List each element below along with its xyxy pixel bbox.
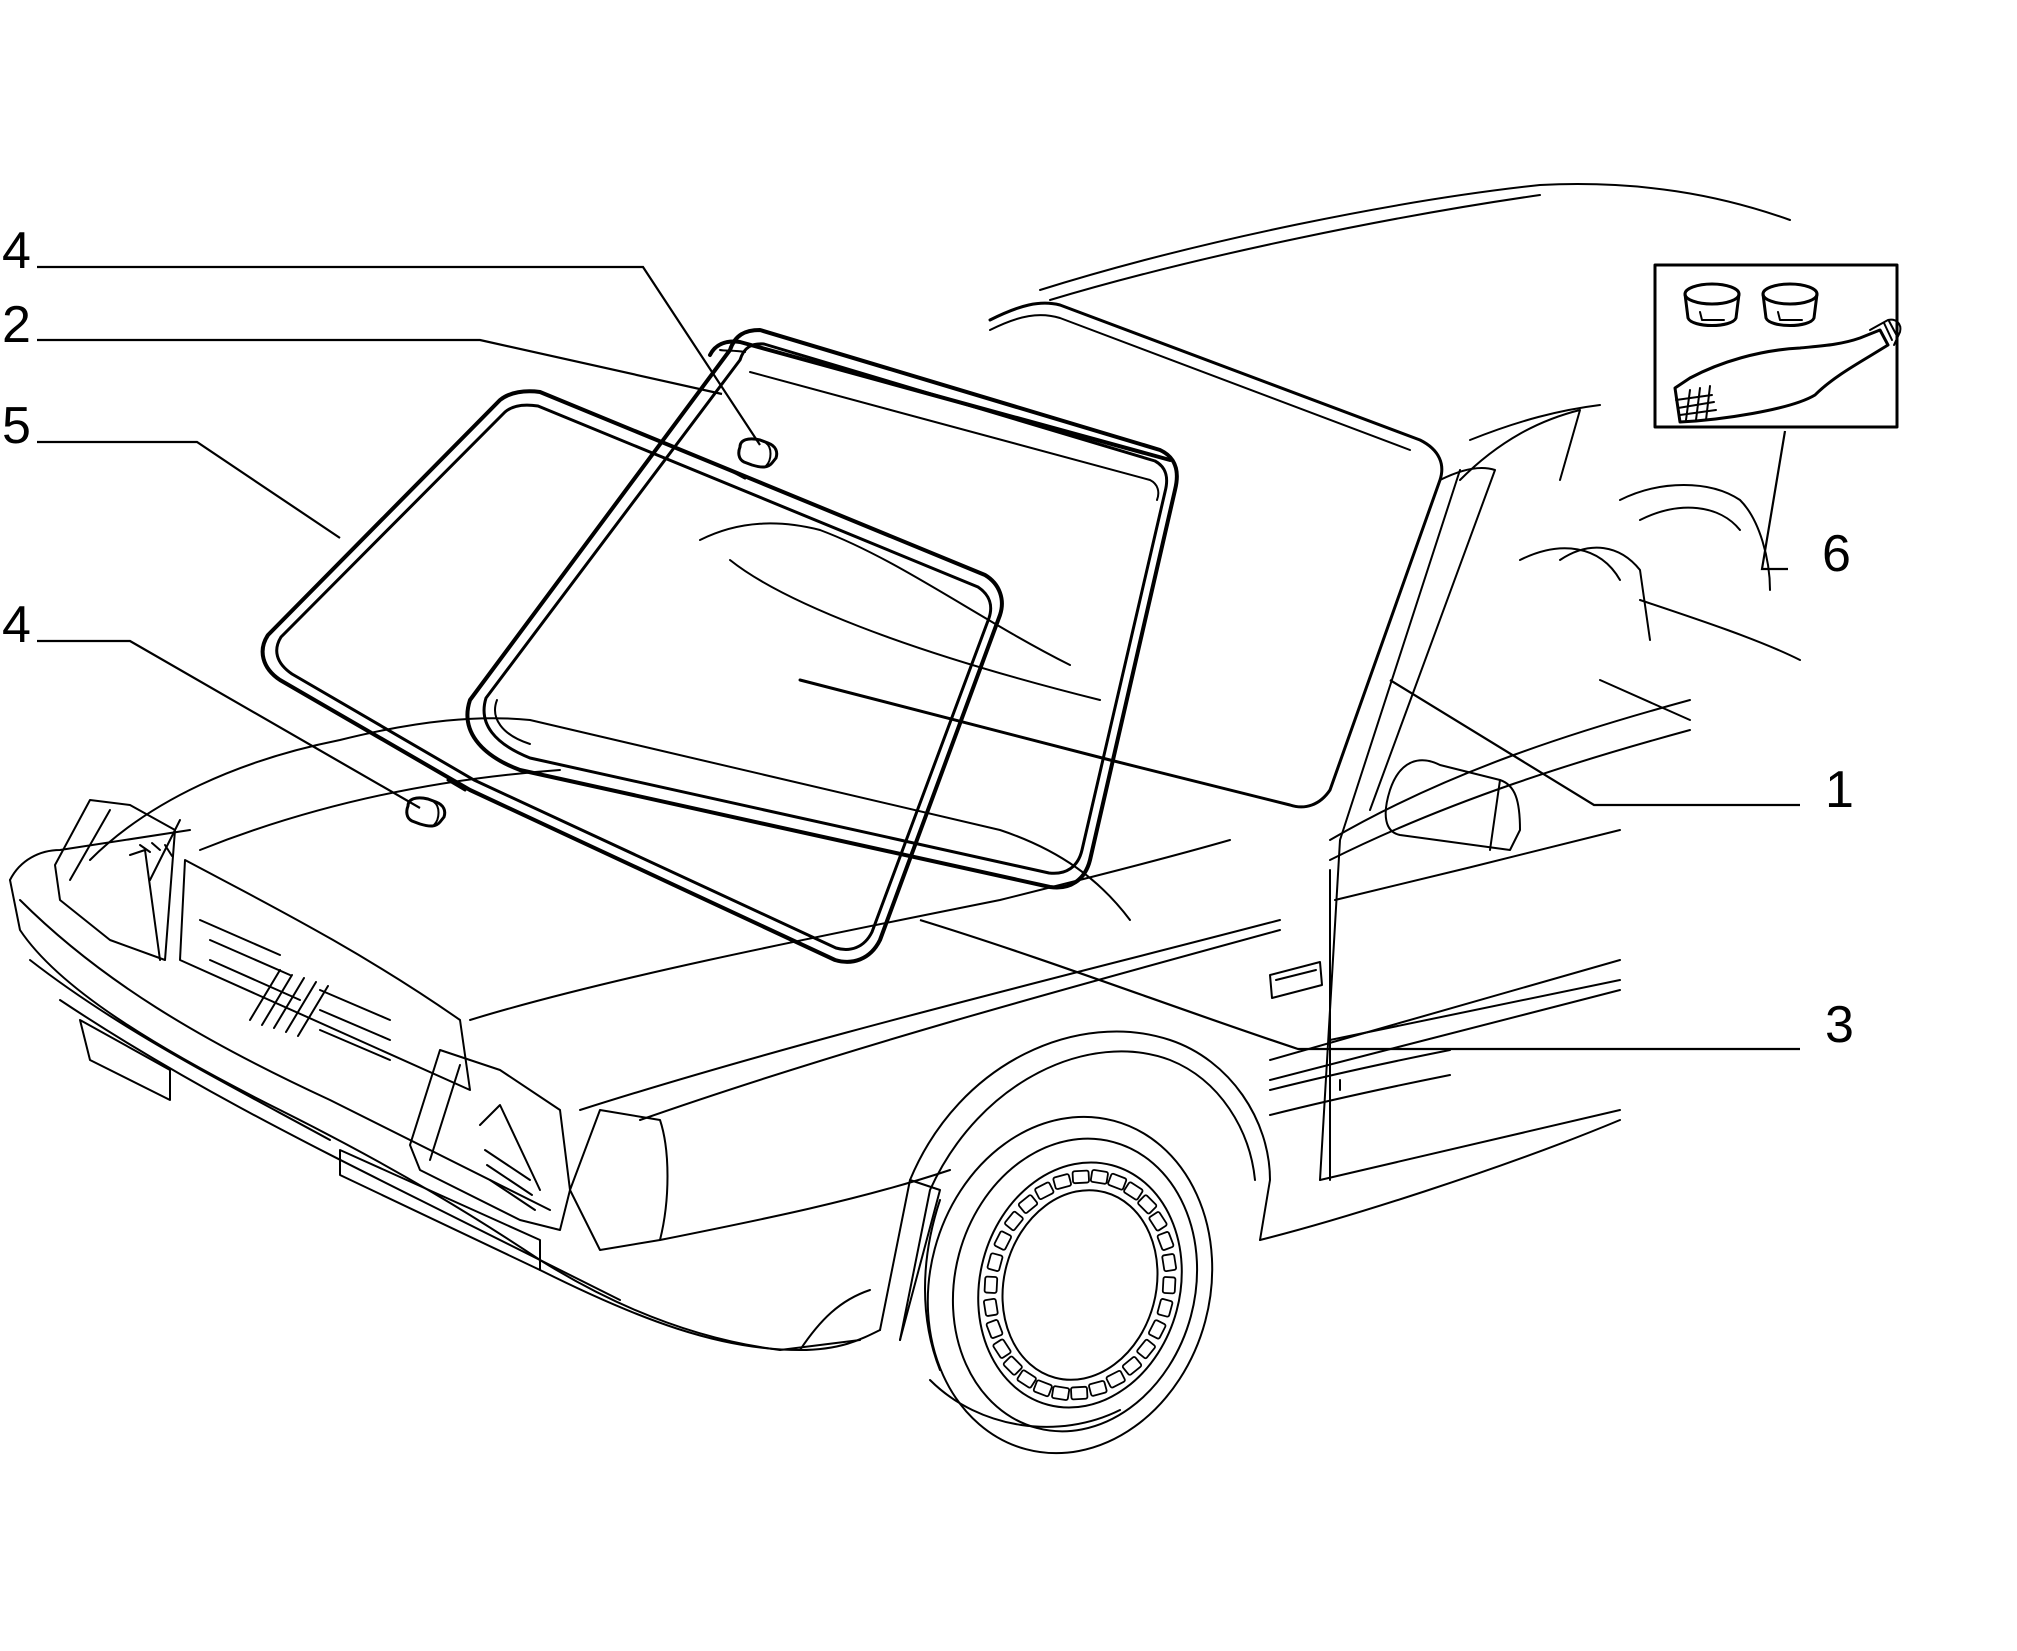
leader-6 <box>1760 430 1788 571</box>
leader-5 <box>37 440 341 539</box>
wheel-slot <box>1148 1319 1167 1340</box>
callout-4-top: 4 <box>2 222 31 280</box>
part-clip-bottom <box>405 796 447 828</box>
callout-2: 2 <box>2 296 31 354</box>
leader-1 <box>1389 679 1800 807</box>
wheel-slot <box>1016 1369 1037 1389</box>
wheel-slot <box>1137 1194 1158 1215</box>
callout-4-bottom: 4 <box>2 596 31 654</box>
wheel-slot <box>1034 1181 1055 1200</box>
wheel-slot <box>993 1230 1012 1251</box>
wheel-slot <box>1051 1385 1071 1401</box>
wheel-slot <box>983 1275 999 1294</box>
wheel-cover-slots <box>983 1169 1177 1401</box>
leader-4-top <box>37 265 761 446</box>
wheel-slot <box>983 1297 999 1317</box>
wheel-slot <box>1123 1181 1144 1201</box>
wheel-slot <box>1052 1173 1072 1190</box>
wheel-slot <box>1148 1211 1168 1232</box>
wheel-slot <box>1136 1338 1156 1360</box>
wheel-slot <box>1161 1276 1177 1295</box>
wheel-slot <box>1002 1355 1023 1376</box>
part-windscreen-seal <box>708 339 1172 462</box>
wheel-slot <box>1017 1194 1039 1214</box>
callout-5: 5 <box>2 397 31 455</box>
wheel-slot <box>1121 1356 1143 1376</box>
wheel-slot <box>992 1338 1012 1359</box>
wheel-slot <box>985 1319 1004 1339</box>
wheel-slot <box>1071 1169 1090 1185</box>
wheel-slot <box>1107 1172 1128 1191</box>
wheel-slot <box>1156 1231 1175 1251</box>
part-clip-top <box>737 437 779 469</box>
leader-4-bottom <box>37 639 421 809</box>
part-windscreen-trim-frame <box>260 389 1004 964</box>
part-kit-box <box>1653 263 1902 429</box>
wheel-slot <box>1004 1210 1024 1232</box>
car-body-outline <box>9 183 1801 1455</box>
leader-2 <box>37 338 723 396</box>
leader-3 <box>919 918 1800 1051</box>
wheel-slot <box>1161 1253 1177 1273</box>
wheel-slot <box>1089 1169 1109 1185</box>
wheel-slot <box>1070 1385 1089 1401</box>
wheel-slot <box>1032 1379 1053 1398</box>
wheel-slot <box>1088 1380 1108 1397</box>
callout-6: 6 <box>1822 525 1851 583</box>
part-windscreen-glass <box>465 328 1179 890</box>
callout-1: 1 <box>1825 761 1854 819</box>
wheel-slot <box>986 1252 1004 1272</box>
leader-lines <box>37 265 1800 1051</box>
callout-3: 3 <box>1825 996 1854 1054</box>
wheel-slot <box>1156 1298 1174 1318</box>
wheel-slot <box>1105 1370 1126 1389</box>
